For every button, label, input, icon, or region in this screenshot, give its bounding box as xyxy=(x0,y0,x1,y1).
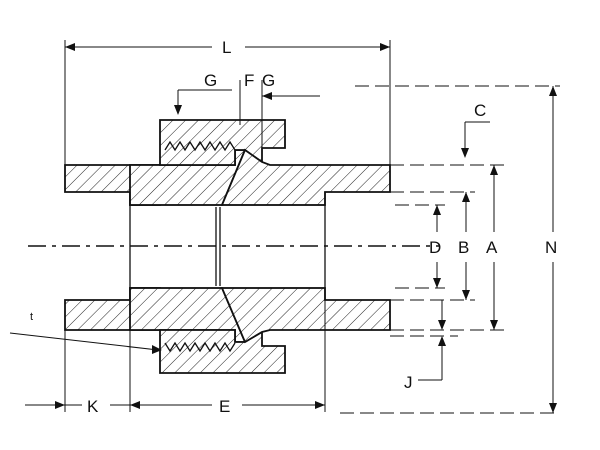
nut-upper xyxy=(159,119,286,166)
label-N: N xyxy=(545,238,557,257)
dimension-labels: L G F G C D B A N J K E t xyxy=(30,38,557,416)
right-body-upper xyxy=(220,148,391,206)
thread-upper xyxy=(164,140,236,152)
label-E: E xyxy=(219,397,230,416)
fitting-section xyxy=(64,119,391,374)
label-F: F xyxy=(244,71,254,90)
label-C: C xyxy=(474,101,486,120)
thread-lower xyxy=(164,341,236,353)
label-A: A xyxy=(486,238,498,257)
label-G-left: G xyxy=(204,71,217,90)
dimension-lines xyxy=(9,40,560,414)
label-J: J xyxy=(404,373,413,392)
right-body-lower xyxy=(220,287,391,344)
label-D: D xyxy=(429,238,441,257)
label-t: t xyxy=(30,311,33,323)
label-B: B xyxy=(458,238,469,257)
label-K: K xyxy=(87,397,99,416)
label-G-right: G xyxy=(262,71,275,90)
nut-lower xyxy=(159,329,286,374)
label-L: L xyxy=(222,38,231,57)
